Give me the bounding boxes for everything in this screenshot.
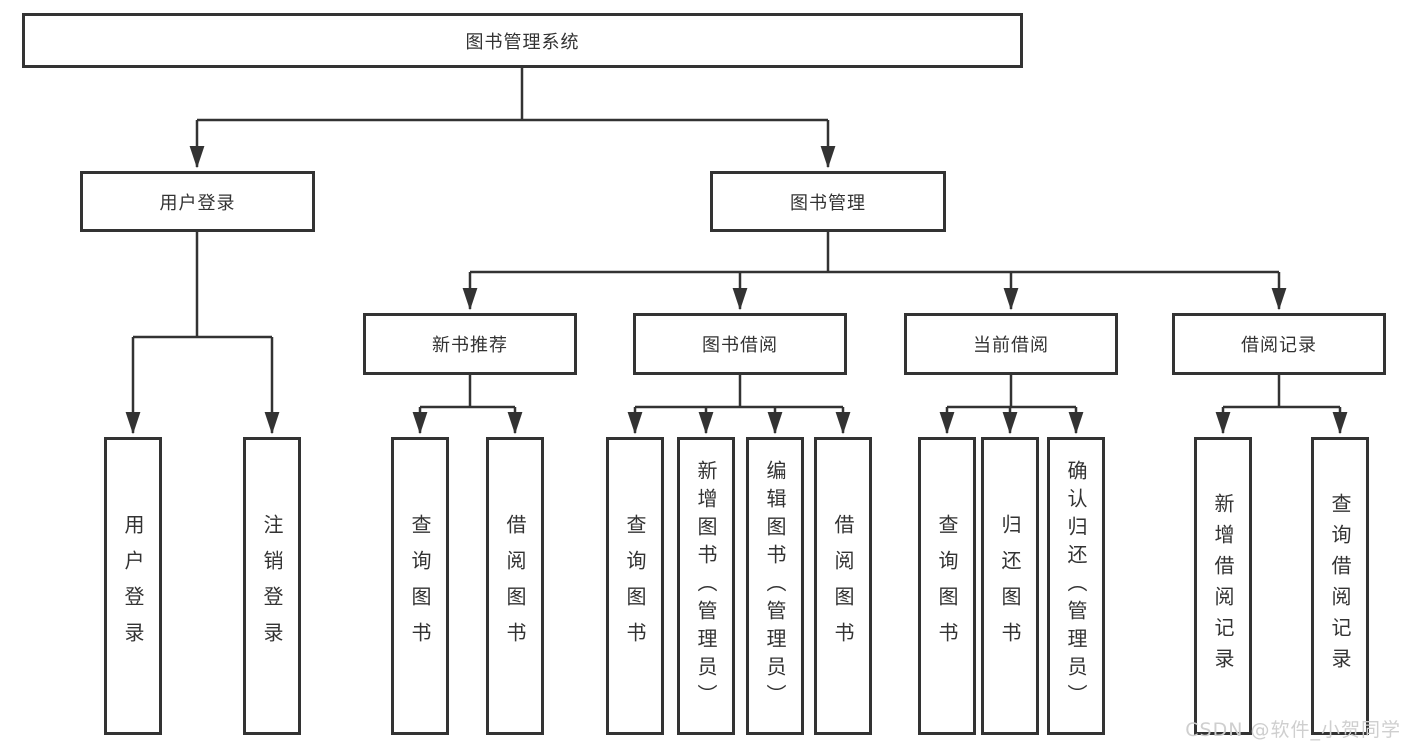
node-label: 查询图书 [408,514,432,658]
node-current-borrow: 当前借阅 [904,313,1118,375]
node-label: 注销登录 [260,514,284,658]
node-label: 图书管理系统 [465,31,580,53]
node-label: 用户登录 [159,192,236,214]
node-label: 图书管理 [790,192,866,214]
node-borrow-books-leaf: 借阅图书 [814,437,872,735]
node-query-books-recommend: 查询图书 [391,437,449,735]
node-query-books-borrow: 查询图书 [606,437,664,735]
node-label: 确认归还（管理员） [1064,460,1088,712]
node-add-borrow-record: 新增借阅记录 [1194,437,1252,735]
node-label: 查询图书 [935,514,959,658]
node-user-login-leaf: 用户登录 [104,437,162,735]
node-label: 新增借阅记录 [1211,493,1235,679]
node-label: 新增图书（管理员） [694,460,718,712]
node-label: 新书推荐 [432,335,508,356]
node-user-login: 用户登录 [80,171,315,232]
node-borrow-books-recommend: 借阅图书 [486,437,544,735]
node-library-management-system: 图书管理系统 [22,13,1023,68]
node-label: 图书借阅 [702,335,778,356]
node-logout-leaf: 注销登录 [243,437,301,735]
node-add-books-admin: 新增图书（管理员） [677,437,735,735]
node-label: 编辑图书（管理员） [763,460,787,712]
node-label: 用户登录 [121,514,145,658]
node-borrow-records: 借阅记录 [1172,313,1386,375]
node-return-books: 归还图书 [981,437,1039,735]
node-label: 借阅图书 [831,514,855,658]
node-label: 归还图书 [998,514,1022,658]
node-label: 查询借阅记录 [1328,493,1352,679]
node-query-books-current: 查询图书 [918,437,976,735]
csdn-watermark: CSDN @软件_小贺同学 [1185,719,1401,741]
node-label: 借阅图书 [503,514,527,658]
node-label: 借阅记录 [1241,335,1317,356]
node-new-book-recommend: 新书推荐 [363,313,577,375]
node-label: 当前借阅 [973,335,1049,356]
node-book-management: 图书管理 [710,171,946,232]
node-label: 查询图书 [623,514,647,658]
node-query-borrow-record: 查询借阅记录 [1311,437,1369,735]
node-confirm-return-admin: 确认归还（管理员） [1047,437,1105,735]
node-book-borrow: 图书借阅 [633,313,847,375]
node-edit-books-admin: 编辑图书（管理员） [746,437,804,735]
